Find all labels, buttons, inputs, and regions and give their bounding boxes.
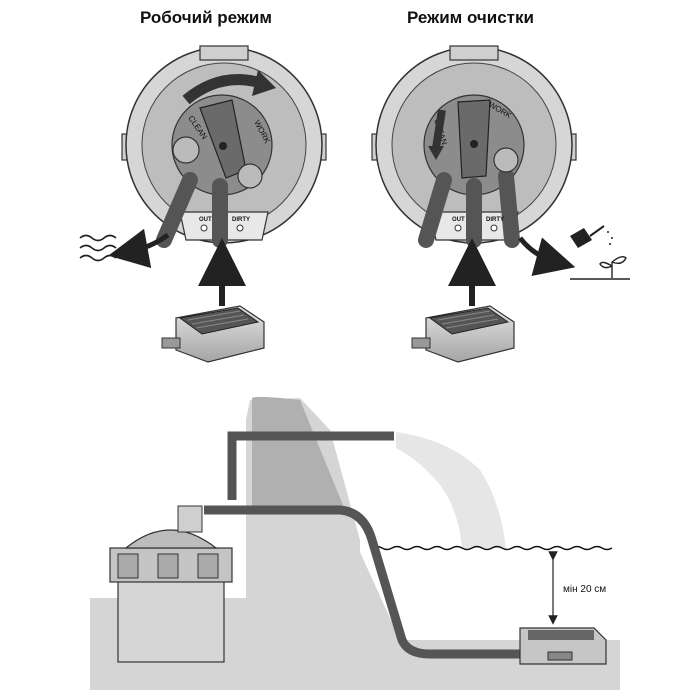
filter-lid-cleaning: CLEAN WORK OUT DIRTY	[371, 45, 577, 248]
min-depth-label: мін 20 см	[563, 584, 606, 595]
filter-clip-2	[157, 553, 179, 579]
plant-icon	[570, 255, 630, 280]
watering-can-icon	[570, 225, 613, 248]
port-right-2	[493, 147, 519, 173]
label-dirty-right: DIRTY	[486, 217, 504, 223]
waterfall-stream	[396, 432, 506, 548]
hose-waste-right	[498, 168, 520, 248]
port-left	[172, 136, 200, 164]
pond-diagram: мін 20 см	[90, 396, 620, 690]
hose-out-left	[156, 172, 198, 248]
port-right	[237, 163, 263, 189]
hose-pump-to-filter	[204, 505, 520, 659]
water-surface	[371, 545, 613, 551]
filter-dome	[124, 529, 218, 549]
cleaning-mode-title: Режим очистки	[407, 8, 534, 27]
filter-lid-working: CLEAN WORK OUT DIRTY	[121, 45, 327, 248]
valve-center-icon-2	[470, 140, 478, 148]
waste-arrow-icon	[518, 236, 576, 277]
indicator-dirty	[236, 224, 244, 232]
indicator-dirty-2	[490, 224, 498, 232]
filter-body	[117, 579, 225, 663]
filter-clip-1	[117, 553, 139, 579]
pump-outlet-nozzle	[161, 337, 181, 349]
filter-clip-3	[197, 553, 219, 579]
lid-notch	[199, 45, 249, 61]
hose-to-waterfall	[227, 431, 394, 500]
rotate-arrow-icon-2	[432, 109, 446, 149]
pump-outlet-nozzle-2	[411, 337, 431, 349]
valve-center-icon	[219, 142, 227, 150]
pond-pump-handle	[547, 651, 573, 661]
lid-notch-2	[449, 45, 499, 61]
indicator-out	[200, 224, 208, 232]
rotate-arrow-head-icon	[252, 70, 276, 96]
hose-out-right	[418, 172, 452, 248]
label-dirty-left: DIRTY	[232, 217, 250, 223]
waterfall-stone	[252, 396, 345, 510]
outflow-arrow-icon	[108, 228, 170, 269]
indicator-out-2	[454, 224, 462, 232]
rotate-arrow-head-icon-2	[428, 146, 444, 160]
valve-handle-2[interactable]	[457, 99, 491, 179]
pond-pump-vents	[528, 630, 594, 640]
working-mode-title: Робочий режим	[140, 8, 272, 27]
filter-outlet-connector	[177, 505, 203, 533]
pump-cleaning	[411, 305, 515, 363]
pump-working	[161, 305, 265, 363]
water-waves-icon	[79, 234, 117, 262]
label-out-left: OUT	[199, 217, 212, 223]
label-out-right: OUT	[452, 217, 465, 223]
